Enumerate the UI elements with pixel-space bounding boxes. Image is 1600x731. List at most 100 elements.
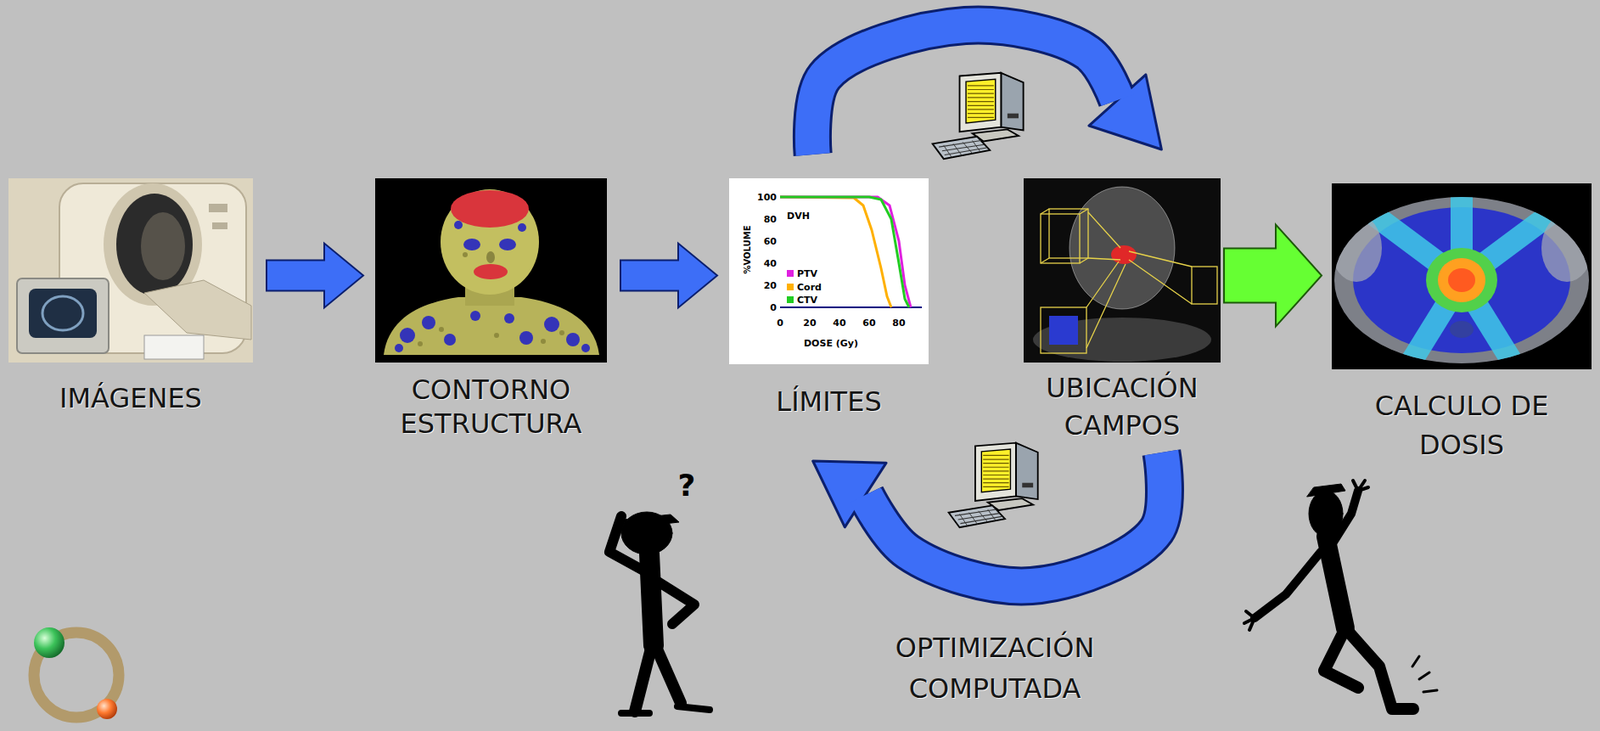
image-panel: UBICACIÓN CAMPOS — [1023, 178, 1221, 444]
contour-render — [421, 315, 436, 330]
ct-scanner-photo — [144, 335, 204, 360]
flow-arrow — [620, 243, 718, 309]
logo — [33, 627, 65, 658]
happy-figure — [1244, 611, 1255, 630]
dvh-chart — [780, 196, 910, 308]
chart-title: DVH — [786, 211, 810, 221]
happy-figure — [1345, 628, 1414, 709]
ct-scanner-photo — [42, 296, 84, 331]
beam-placement-render — [1086, 261, 1126, 349]
dose-distribution-render — [1541, 213, 1593, 282]
contour-render — [519, 331, 534, 345]
panel-frame — [1023, 178, 1221, 363]
contour-render — [443, 333, 456, 346]
beam-placement-render — [1049, 208, 1089, 259]
beam-placement-render — [1040, 208, 1089, 264]
thinking-figure — [621, 706, 710, 713]
contour-render — [399, 327, 416, 343]
ct-scanner-photo — [144, 280, 252, 340]
contour-render — [559, 330, 565, 336]
dose-distribution-render — [1437, 258, 1486, 303]
panel-frame — [375, 178, 607, 363]
dvh-chart — [786, 283, 794, 291]
ct-scanner-photo — [208, 203, 228, 213]
contour-render — [486, 251, 495, 264]
axis-tick: 0 — [776, 318, 784, 328]
dvh-chart — [780, 306, 922, 309]
computer-icon — [948, 443, 1039, 528]
contour-render — [440, 189, 539, 295]
arrow-outline — [812, 25, 1118, 155]
legend-text: PTV — [797, 269, 818, 279]
happy-figure — [1352, 480, 1369, 491]
contour-render — [438, 326, 444, 332]
thinking-figure — [657, 581, 695, 624]
loop-arrow — [813, 452, 1165, 586]
beam-placement-render — [1111, 245, 1137, 264]
contour-render — [581, 343, 590, 353]
happy-figure — [1244, 480, 1438, 709]
dvh-chart — [729, 178, 929, 365]
contour-render — [394, 220, 590, 353]
contour-render — [504, 313, 515, 324]
axis-tick: 20 — [763, 280, 777, 291]
dose-distribution-render — [1330, 213, 1382, 282]
block-arrow — [620, 243, 718, 309]
dvh-chart — [729, 178, 929, 365]
contour-render — [499, 238, 517, 251]
dose-distribution-render — [1425, 247, 1498, 313]
beam-placement-render — [1128, 251, 1192, 304]
logo — [96, 698, 118, 719]
contour-render — [383, 297, 600, 355]
contour-render — [470, 310, 481, 321]
contour-render — [462, 252, 468, 258]
happy-figure — [1412, 656, 1438, 692]
step-caption: CALCULO DE DOSIS — [1347, 386, 1577, 465]
happy-figure — [1307, 483, 1346, 497]
axis-tick: 20 — [802, 318, 816, 328]
beam-placement-render — [1023, 178, 1221, 363]
ct-scanner-photo — [8, 178, 253, 363]
step-caption: LÍMITES — [701, 384, 957, 419]
loop-arrow — [812, 25, 1162, 155]
ct-scanner-photo — [212, 222, 228, 230]
contour-render — [450, 190, 529, 228]
axis-tick: 80 — [892, 318, 905, 328]
arrow-body — [812, 25, 1118, 155]
legend-text: CTV — [797, 295, 818, 305]
thinking-figure — [649, 553, 654, 646]
axis-title: DOSE (Gy) — [803, 338, 859, 349]
image-panel: CONTORNO ESTRUCTURA — [375, 178, 607, 441]
block-arrow — [266, 243, 364, 309]
dose-distribution-render — [1449, 320, 1474, 338]
axis-tick: 60 — [862, 318, 876, 328]
contour-render — [394, 343, 404, 353]
contour-render — [375, 178, 607, 363]
thinking-figure — [623, 514, 680, 528]
axis-tick: 100 — [757, 192, 777, 203]
beam-placement-render — [1069, 186, 1175, 309]
image-panel: IMÁGENES — [8, 178, 253, 416]
axis-tick: 40 — [763, 258, 777, 269]
ct-scanner-photo — [28, 288, 97, 338]
axis-tick: 0 — [769, 303, 777, 313]
axis-tick: 80 — [763, 214, 777, 225]
contour-render — [494, 332, 500, 338]
axis-title: %VOLUME — [743, 224, 753, 274]
beam-placement-render — [1049, 315, 1078, 345]
dvh-chart — [786, 269, 794, 277]
contour-render — [375, 178, 607, 363]
beam-placement-render — [1040, 208, 1218, 354]
loop-label: OPTIMIZACIÓN COMPUTADA — [854, 627, 1135, 709]
happy-figure — [1325, 536, 1346, 629]
dose-distribution-render — [1330, 183, 1593, 370]
arrow-body — [865, 452, 1165, 586]
ct-scanner-photo — [16, 278, 109, 354]
legend-text: Cord — [797, 282, 822, 292]
step-caption: CONTORNO ESTRUCTURA — [351, 372, 632, 441]
arrow-outline — [865, 452, 1165, 586]
flow-arrow — [266, 243, 364, 309]
contour-render — [540, 338, 546, 344]
